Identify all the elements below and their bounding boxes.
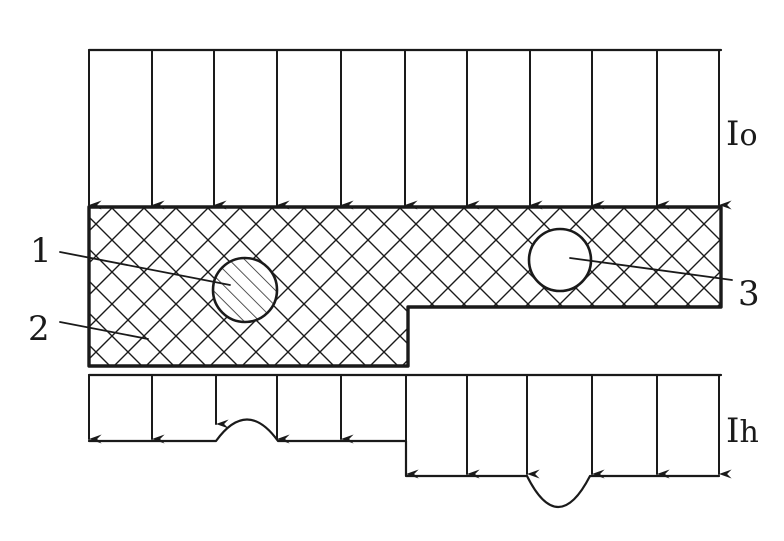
transmitted-intensity-label: Ih [726, 411, 759, 451]
transmitted-intensity-symbol: I [726, 411, 739, 451]
transmitted-beam [87, 373, 732, 508]
inclusion-dense-outline [211, 256, 279, 324]
object-body [87, 205, 723, 368]
callout-1-label: 1 [30, 231, 52, 271]
transmitted-arrows [88, 374, 732, 479]
callout-3-label: 3 [738, 274, 760, 314]
incident-intensity-label: Io [726, 114, 758, 154]
callout-2-leader [59, 321, 149, 340]
incident-beam [87, 48, 732, 210]
incident-intensity-symbol: I [726, 114, 739, 154]
object-outline [87, 205, 723, 368]
inclusion-dense-hatch [213, 258, 277, 322]
incident-intensity-subscript: o [739, 118, 757, 153]
callout-1-leader [59, 251, 231, 286]
transmitted-intensity-subscript: h [739, 415, 758, 450]
inclusion-dense [211, 256, 279, 324]
inclusion-void-bg [529, 229, 591, 291]
incident-arrows [88, 49, 732, 210]
callout-2-label: 2 [28, 309, 50, 349]
transmitted-intensity-profile [87, 418, 721, 508]
callout-3-leader [569, 257, 733, 281]
object-crosshatch-fill [89, 207, 721, 366]
